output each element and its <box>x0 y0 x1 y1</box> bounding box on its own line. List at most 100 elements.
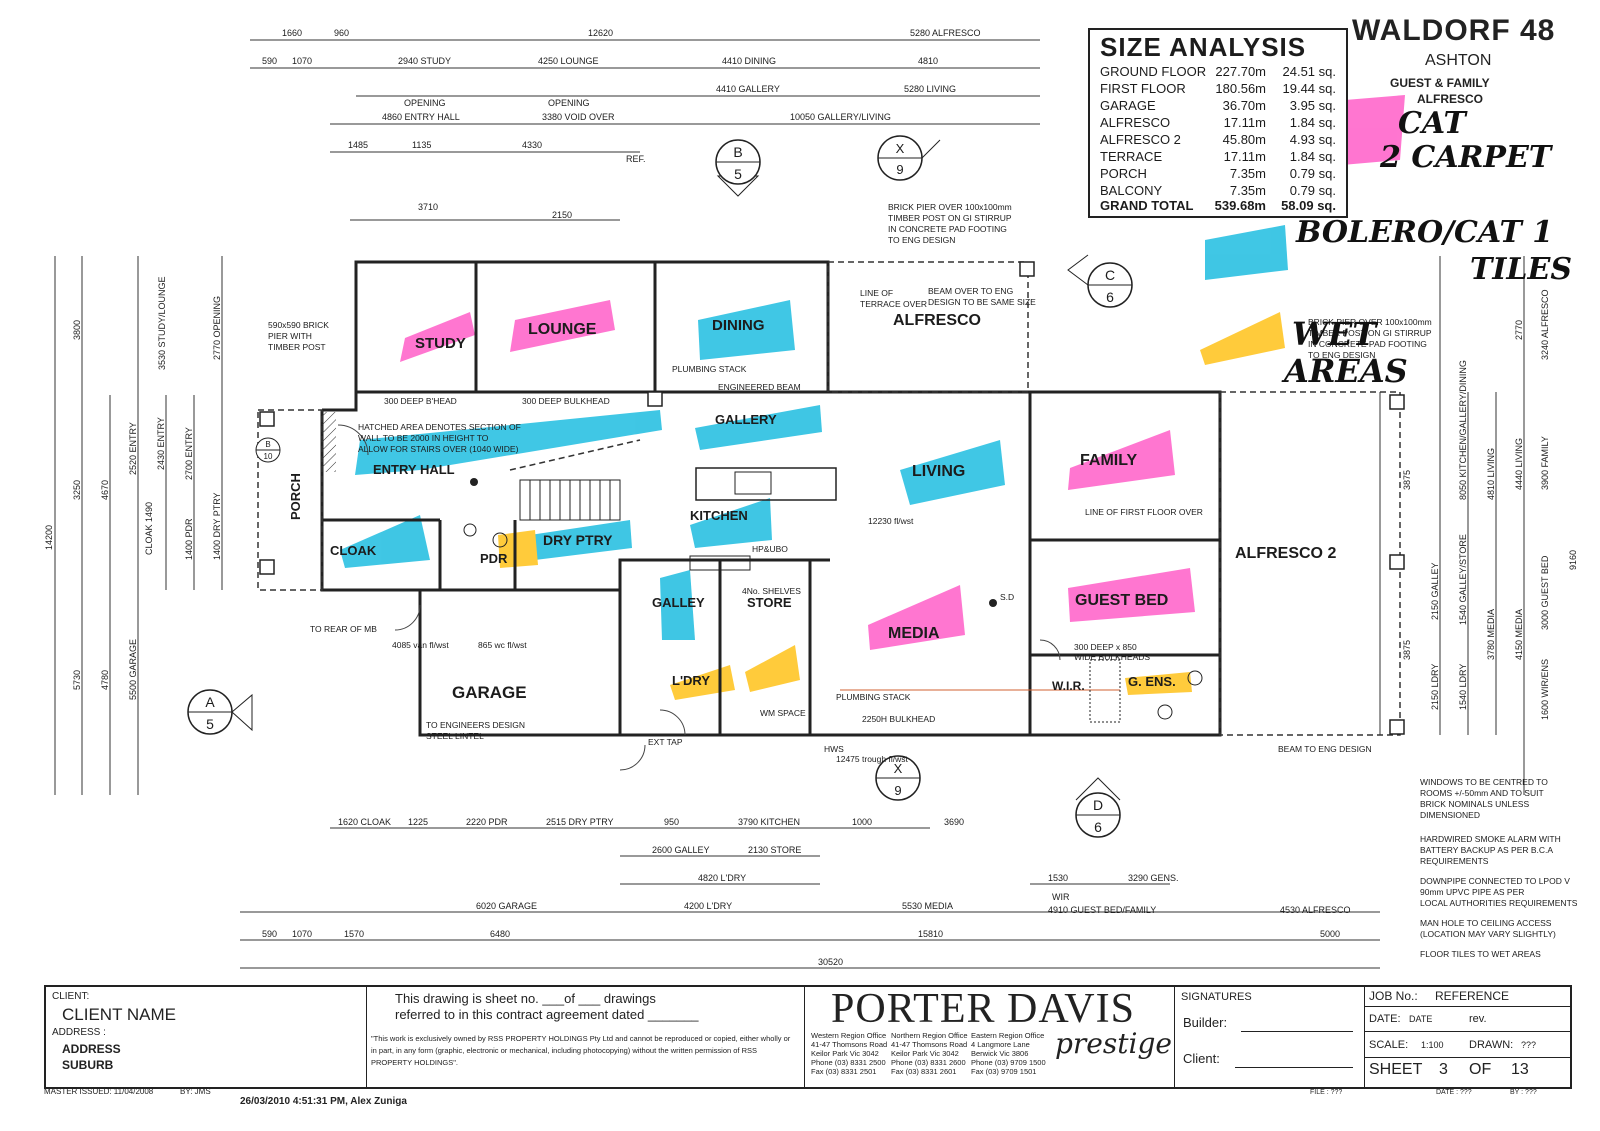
dim-b-950: 950 <box>664 817 679 827</box>
dim-r-3240: 3240 ALFRESCO <box>1540 289 1550 360</box>
sheet-statement-2: referred to in this contract agreement d… <box>395 1007 699 1022</box>
drawn-label: DRAWN: <box>1469 1039 1514 1051</box>
size-row-sq: 24.51 sq. <box>1282 64 1337 79</box>
office-northern-4: Phone (03) 8331 2600 <box>891 1058 966 1067</box>
size-row-area: 7.35m <box>1229 166 1266 181</box>
note-plumbing-stack: PLUMBING STACK <box>672 364 747 374</box>
dim-4330: 4330 <box>522 140 542 150</box>
section-a5-number: 5 <box>206 716 214 732</box>
note-bulkhead-study: 300 DEEP B'HEAD <box>384 396 457 406</box>
note-hpubo: HP&UBO <box>752 544 788 554</box>
note-general-4: DIMENSIONED <box>1420 810 1480 820</box>
brand-logo: prestige <box>1055 1027 1172 1060</box>
office-northern-1: Northern Region Office <box>891 1031 968 1040</box>
size-row: GROUND FLOOR 227.70m 24.51 sq. <box>1100 64 1336 80</box>
pink-highlight-lounge <box>510 300 615 352</box>
note-kitchen-wst: 12230 fl/wst <box>868 516 914 526</box>
dim-1660: 1660 <box>282 28 302 38</box>
section-x9b-number: 9 <box>894 783 901 798</box>
blue-highlight-gallery <box>695 405 822 450</box>
shower-icon <box>1089 659 1121 723</box>
size-row-area: 180.56m <box>1215 81 1266 96</box>
dim-4410-gallery: 4410 GALLERY <box>716 84 780 94</box>
size-total-row: GRAND TOTAL 539.68m 58.09 sq. <box>1100 198 1336 214</box>
dim-b-30520: 30520 <box>818 957 843 967</box>
dim-b-3690: 3690 <box>944 817 964 827</box>
note-to-rear-mb: TO REAR OF MB <box>310 624 377 634</box>
blue-highlight-entry <box>355 410 662 475</box>
legend-pink-line-2: 2 CARPET <box>1380 140 1552 175</box>
file-label: FILE : ??? <box>1310 1089 1343 1096</box>
dim-b-2515: 2515 DRY PTRY <box>546 817 614 827</box>
note-general-11: MAN HOLE TO CEILING ACCESS <box>1420 918 1552 928</box>
job-no-value: REFERENCE <box>1435 989 1510 1003</box>
room-label-galley: GALLEY <box>652 595 705 610</box>
note-brick-pier-1: BRICK PIER OVER 100x100mm <box>888 202 1012 212</box>
room-label-dry-ptry: DRY PTRY <box>543 532 613 548</box>
size-row-label: TERRACE <box>1100 149 1163 164</box>
note-general-13: FLOOR TILES TO WET AREAS <box>1420 949 1541 959</box>
by-bottom-label: BY : ??? <box>1510 1089 1537 1096</box>
size-total-area: 539.68m <box>1214 198 1266 213</box>
note-bulkhead-2250: 2250H BULKHEAD <box>862 714 935 724</box>
dim-b-5000: 5000 <box>1320 929 1340 939</box>
dim-r-8050: 8050 KITCHEN/GALLERY/DINING <box>1458 360 1468 500</box>
section-marker-d6 <box>1075 777 1121 838</box>
size-row: ALFRESCO 17.11m 1.84 sq. <box>1100 115 1336 131</box>
note-guest-bulkhead-2: WIDE BULKHEADS <box>1074 652 1150 662</box>
note-sd: S.D <box>1000 592 1014 602</box>
note-general-6: BATTERY BACKUP AS PER B.C.A <box>1420 845 1553 855</box>
scale-value: 1:100 <box>1421 1040 1444 1050</box>
yellow-highlight-ldry2 <box>745 645 800 692</box>
address-label: ADDRESS : <box>52 1027 106 1038</box>
note-beam-over-1: BEAM OVER TO ENG <box>928 286 1013 296</box>
dim-b-2220: 2220 PDR <box>466 817 508 827</box>
dim-r-1540b: 1540 LDRY <box>1458 664 1468 710</box>
yellow-highlight-ens <box>1125 672 1192 695</box>
size-analysis-title: SIZE ANALYSIS <box>1100 32 1307 62</box>
note-bulkhead-lounge: 300 DEEP BULKHEAD <box>522 396 610 406</box>
dim-l-cloak: CLOAK 1490 <box>144 502 154 555</box>
legend-yellow-line-2: AREAS <box>1284 352 1408 390</box>
builder-signature-label: Builder: <box>1183 1015 1228 1030</box>
yellow-legend-swatch <box>1200 312 1285 365</box>
note-hatched-2: WALL TO BE 2000 IN HEIGHT TO <box>358 433 489 443</box>
dim-2150: 2150 <box>552 210 572 220</box>
note-general-5: HARDWIRED SMOKE ALARM WITH <box>1420 834 1561 844</box>
note-ext-tap: EXT TAP <box>648 737 683 747</box>
toilet-ens-icon <box>1187 670 1203 686</box>
dim-l-3250: 3250 <box>72 480 82 500</box>
size-row: ALFRESCO 2 45.80m 4.93 sq. <box>1100 132 1336 148</box>
room-label-lounge: LOUNGE <box>528 321 597 338</box>
dim-r-3875a: 3875 <box>1402 470 1412 490</box>
section-marker-a5 <box>187 689 253 735</box>
smoke-detector-icon-2 <box>470 478 478 486</box>
dim-l-5500: 5500 GARAGE <box>128 639 138 700</box>
size-row-area: 45.80m <box>1222 132 1266 147</box>
section-b10-number: 10 <box>264 452 273 461</box>
dim-l-pdr: 1400 PDR <box>184 518 194 560</box>
room-label-pdr: PDR <box>480 551 508 566</box>
legend-pink-line-1: CAT <box>1398 106 1466 141</box>
dim-b-6480: 6480 <box>490 929 510 939</box>
note-shelves: 4No. SHELVES <box>742 586 801 596</box>
dim-l-4780: 4780 <box>100 670 110 690</box>
vanity-pdr-icon <box>463 523 477 537</box>
office-eastern-3: Berwick Vic 3806 <box>971 1049 1029 1058</box>
size-row-sq: 1.84 sq. <box>1289 149 1336 164</box>
dim-r-4150: 4150 MEDIA <box>1514 609 1524 660</box>
size-row-area: 17.11m <box>1223 115 1266 130</box>
room-label-dining: DINING <box>712 317 765 334</box>
note-hatched-1: HATCHED AREA DENOTES SECTION OF <box>358 422 521 432</box>
dim-12620: 12620 <box>588 28 613 38</box>
office-northern: Northern Region Office 41-47 Thomsons Ro… <box>891 1031 968 1076</box>
section-c6-letter: C <box>1105 267 1115 283</box>
section-marker-b10 <box>255 437 281 463</box>
note-wm-space: WM SPACE <box>760 708 806 718</box>
room-label-cloak: CLOAK <box>330 543 377 558</box>
plan-name: WALDORF 48 <box>1352 14 1556 47</box>
note-general-10: LOCAL AUTHORITIES REQUIREMENTS <box>1420 898 1578 908</box>
dim-b-590: 590 <box>262 929 277 939</box>
size-row-label: ALFRESCO 2 <box>1100 132 1181 147</box>
dim-l-dryptry: 1400 DRY PTRY <box>212 492 222 560</box>
